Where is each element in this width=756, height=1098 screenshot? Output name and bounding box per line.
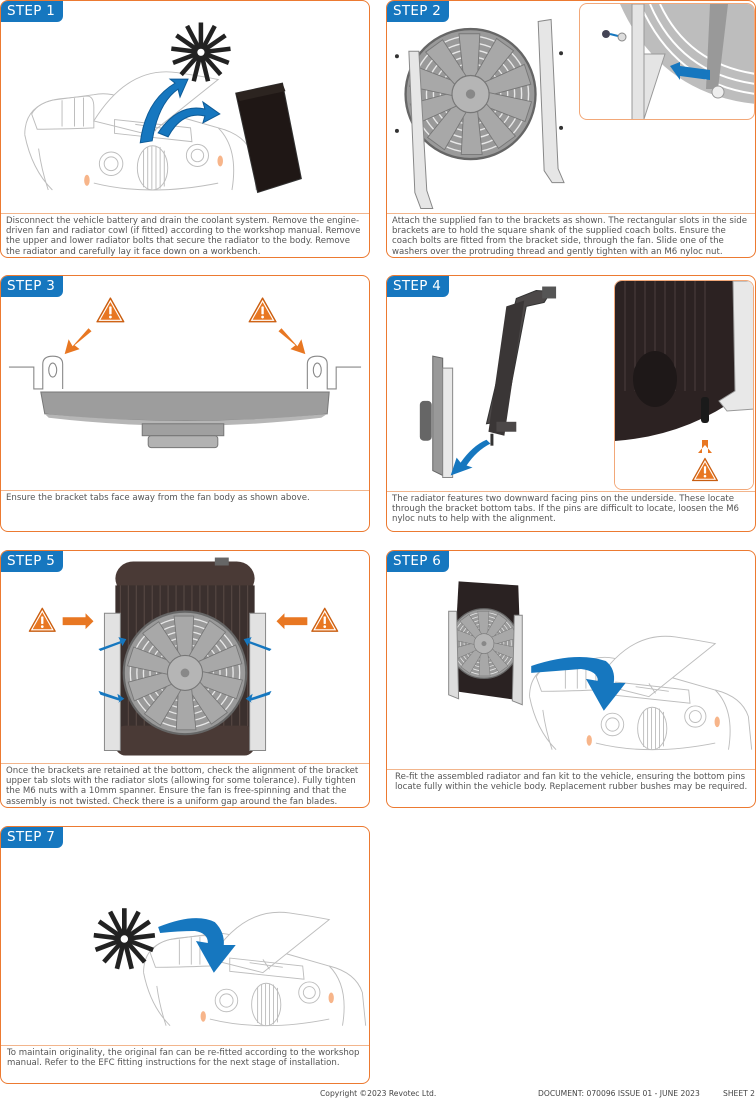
fan-assembly-side-icon [419, 355, 454, 478]
step-5-caption: Once the brackets are retained at the bo… [1, 763, 369, 807]
orange-arrow-icon [62, 613, 94, 630]
step-4-caption: The radiator features two downward facin… [387, 491, 755, 531]
orange-arrow-icon [698, 440, 712, 453]
step-5-badge: STEP 5 [1, 551, 64, 572]
blue-arrow-icon [670, 62, 710, 80]
step-4-panel: STEP 4 [386, 275, 756, 532]
left-bracket-icon [103, 612, 121, 751]
blue-arrow-icon [245, 690, 272, 703]
step-7-panel: STEP 7 To maintain originality, the orig… [0, 826, 370, 1084]
step-6-badge: STEP 6 [387, 551, 450, 572]
step-2-panel: STEP 2 Attach the supplied fan to the br… [386, 0, 756, 258]
step-4-illustration [387, 276, 755, 491]
step-6-panel: STEP 6 Re-fit the assembled radiator and… [386, 550, 756, 808]
step-3-caption: Ensure the bracket tabs face away from t… [1, 490, 369, 531]
blue-arrow-icon [450, 439, 491, 476]
engine-fan-icon [171, 22, 231, 82]
step-7-badge: STEP 7 [1, 827, 64, 848]
warning-triangle-icon [28, 607, 56, 632]
step-3-panel: STEP 3 Ensure the bracket tabs face away… [0, 275, 370, 532]
step-5-illustration [1, 551, 369, 765]
radiator-side-icon [485, 286, 557, 446]
engine-fan-icon [93, 908, 156, 970]
step-7-caption: To maintain originality, the original fa… [1, 1045, 369, 1083]
blue-arrow-icon [243, 637, 272, 652]
step-6-caption: Re-fit the assembled radiator and fan ki… [387, 769, 755, 807]
step-2-detail-inset [579, 3, 755, 120]
blue-arrow-icon [158, 918, 236, 973]
electric-fan-icon [122, 610, 248, 736]
orange-arrow-icon [64, 328, 92, 355]
step-1-caption: Disconnect the vehicle battery and drain… [1, 213, 369, 257]
step-5-panel: STEP 5 Once the brackets a [0, 550, 370, 808]
step-1-panel: STEP 1 Disconnect the vehicle battery an… [0, 0, 370, 258]
step-4-detail-inset [614, 280, 754, 490]
left-bracket-icon [408, 50, 434, 209]
fan-side-view-icon [40, 391, 330, 422]
step-4-badge: STEP 4 [387, 276, 450, 297]
car-outline-icon [24, 71, 257, 191]
step-2-badge: STEP 2 [387, 1, 450, 22]
radiator-icon [235, 82, 302, 194]
step-2-caption: Attach the supplied fan to the brackets … [387, 213, 755, 257]
step-1-illustration [1, 1, 369, 214]
copyright-text: Copyright ©2023 Revotec Ltd. [320, 1089, 437, 1098]
blue-arrow-icon [531, 657, 626, 711]
blue-arrow-icon [139, 78, 189, 144]
warning-triangle-icon [96, 297, 125, 323]
step-6-illustration [387, 551, 755, 771]
right-bracket-icon [249, 612, 267, 751]
right-bracket-icon [537, 18, 565, 184]
step-7-illustration [1, 827, 369, 1047]
step-3-badge: STEP 3 [1, 276, 64, 297]
car-outline-icon [528, 635, 753, 751]
document-number: DOCUMENT: 070096 ISSUE 01 - JUNE 2023 [538, 1089, 700, 1098]
orange-arrow-icon [276, 613, 308, 630]
radiator-fan-assembly-icon [448, 581, 523, 706]
orange-arrow-icon [278, 328, 306, 355]
step-3-illustration [1, 276, 369, 490]
blue-arrow-icon [98, 637, 127, 652]
blue-arrow-icon [98, 690, 125, 703]
electric-fan-icon [404, 27, 537, 161]
blue-arrow-icon [157, 100, 221, 138]
step-1-badge: STEP 1 [1, 1, 64, 22]
step-2-illustration [387, 1, 755, 214]
warning-triangle-icon [311, 607, 339, 632]
warning-triangle-icon [248, 297, 277, 323]
sheet-number: SHEET 2 [723, 1089, 756, 1098]
